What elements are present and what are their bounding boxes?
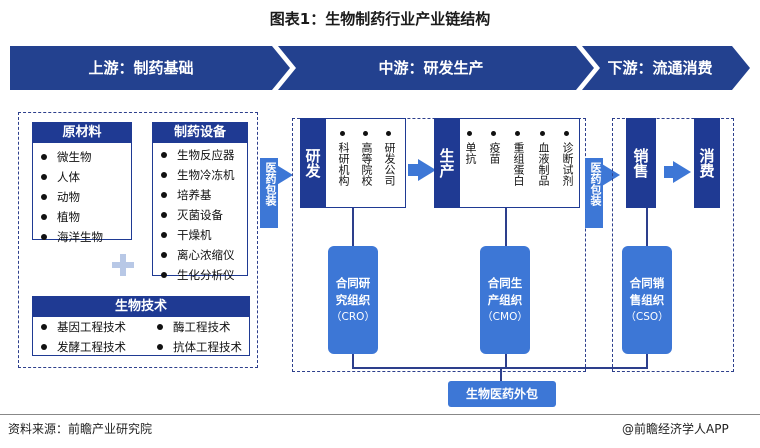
production-sub: 重组蛋白 — [512, 142, 525, 186]
stage-downstream: 下游：流通消费 — [607, 59, 713, 77]
cmo-line3: （CMO） — [482, 310, 528, 323]
footer-divider — [0, 414, 760, 415]
cso-line1: 合同销 — [629, 275, 665, 290]
cmo-line2: 产组织 — [487, 292, 523, 307]
cro-line2: 究组织 — [335, 292, 371, 307]
packaging-badge-left — [260, 158, 278, 228]
rd-sub: 高等院校 — [360, 142, 373, 186]
arrow-right-icon — [673, 161, 691, 183]
list-item: 植物 — [33, 207, 131, 227]
arrow-right-icon — [418, 159, 436, 181]
list-item: 发酵工程技术 — [33, 337, 149, 357]
production-sub: 诊断试剂 — [561, 142, 574, 186]
bullet-icon — [540, 131, 545, 136]
list-item: 干燥机 — [153, 225, 247, 245]
arrow-right-icon — [275, 164, 293, 186]
footer-brand: @前瞻经济学人APP — [622, 422, 729, 436]
cro-line3: （CRO） — [331, 310, 375, 323]
packaging-badge-right — [585, 158, 603, 228]
bullet-icon — [564, 131, 569, 136]
connector-line — [352, 354, 354, 368]
outsourcing-box: 生物医药外包 — [448, 381, 556, 407]
equipment-header: 制药设备 — [153, 123, 247, 143]
cro-box: 合同研 究组织 （CRO） — [328, 246, 378, 354]
list-item: 基因工程技术 — [33, 317, 149, 337]
page-title: 图表1：生物制药行业产业链结构 — [269, 10, 491, 28]
cso-box: 合同销 售组织 （CSO） — [622, 246, 672, 354]
arrow-shaft-right — [664, 166, 674, 178]
stage-bar-midstream — [278, 46, 594, 90]
raw-materials-box: 原材料 微生物 人体 动物 植物 海洋生物 — [32, 122, 132, 244]
raw-materials-header: 原材料 — [33, 123, 131, 143]
upstream-container — [18, 112, 258, 368]
list-item: 人体 — [33, 167, 131, 187]
production-sub: 血液制品 — [537, 142, 550, 186]
stage-chevrons — [10, 46, 750, 90]
cso-line2: 售组织 — [629, 292, 665, 307]
equipment-box: 制药设备 生物反应器 生物冷冻机 培养基 灭菌设备 干燥机 离心浓缩仪 生化分析… — [152, 122, 248, 282]
connector-line — [505, 354, 507, 368]
cso-line3: （CSO） — [625, 310, 669, 323]
packaging-label-right: 医药包装 — [589, 162, 602, 206]
consumption-label: 消费 — [694, 118, 720, 208]
production-sub: 疫苗 — [488, 142, 501, 164]
stage-upstream: 上游：制药基础 — [88, 59, 194, 77]
bullet-icon — [386, 131, 391, 136]
cro-line1: 合同研 — [335, 275, 371, 290]
cmo-line1: 合同生 — [487, 275, 523, 290]
bullet-icon — [363, 131, 368, 136]
list-item: 离心浓缩仪 — [153, 245, 247, 265]
rd-sub: 研发公司 — [383, 142, 396, 186]
list-item: 生物冷冻机 — [153, 165, 247, 185]
list-item: 培养基 — [153, 185, 247, 205]
list-item: 微生物 — [33, 147, 131, 167]
connector-line — [500, 367, 502, 381]
bullet-icon — [340, 131, 345, 136]
list-item: 抗体工程技术 — [149, 337, 249, 357]
production-sub: 单抗 — [464, 142, 477, 164]
connector-line — [352, 208, 354, 246]
list-item: 生化分析仪 — [153, 265, 247, 285]
connector-line — [646, 354, 648, 368]
list-item: 海洋生物 — [33, 227, 131, 247]
production-label: 生产 — [434, 118, 460, 208]
arrow-right-icon — [602, 164, 620, 186]
list-item: 灭菌设备 — [153, 205, 247, 225]
stage-bar-downstream — [582, 46, 750, 90]
bullet-icon — [467, 131, 472, 136]
connector-line — [505, 208, 507, 246]
bullet-icon — [491, 131, 496, 136]
list-item: 酶工程技术 — [149, 317, 249, 337]
footer-source: 资料来源：前瞻产业研究院 — [8, 422, 153, 436]
list-item: 动物 — [33, 187, 131, 207]
connector-line — [646, 208, 648, 246]
plus-icon — [112, 254, 134, 276]
bullet-icon — [515, 131, 520, 136]
stage-bar-upstream — [10, 46, 290, 90]
rd-sub: 科研机构 — [337, 142, 350, 186]
biotech-box: 生物技术 基因工程技术 酶工程技术 发酵工程技术 抗体工程技术 — [32, 296, 250, 356]
rd-label: 研发 — [300, 118, 326, 208]
arrow-shaft-mid — [408, 164, 420, 176]
cmo-box: 合同生 产组织 （CMO） — [480, 246, 530, 354]
packaging-label-left: 医药包装 — [264, 162, 277, 206]
biotech-header: 生物技术 — [33, 297, 249, 317]
list-item: 生物反应器 — [153, 145, 247, 165]
sales-label: 销售 — [626, 118, 656, 208]
downstream-container — [612, 118, 734, 372]
stage-midstream: 中游：研发生产 — [378, 59, 484, 77]
